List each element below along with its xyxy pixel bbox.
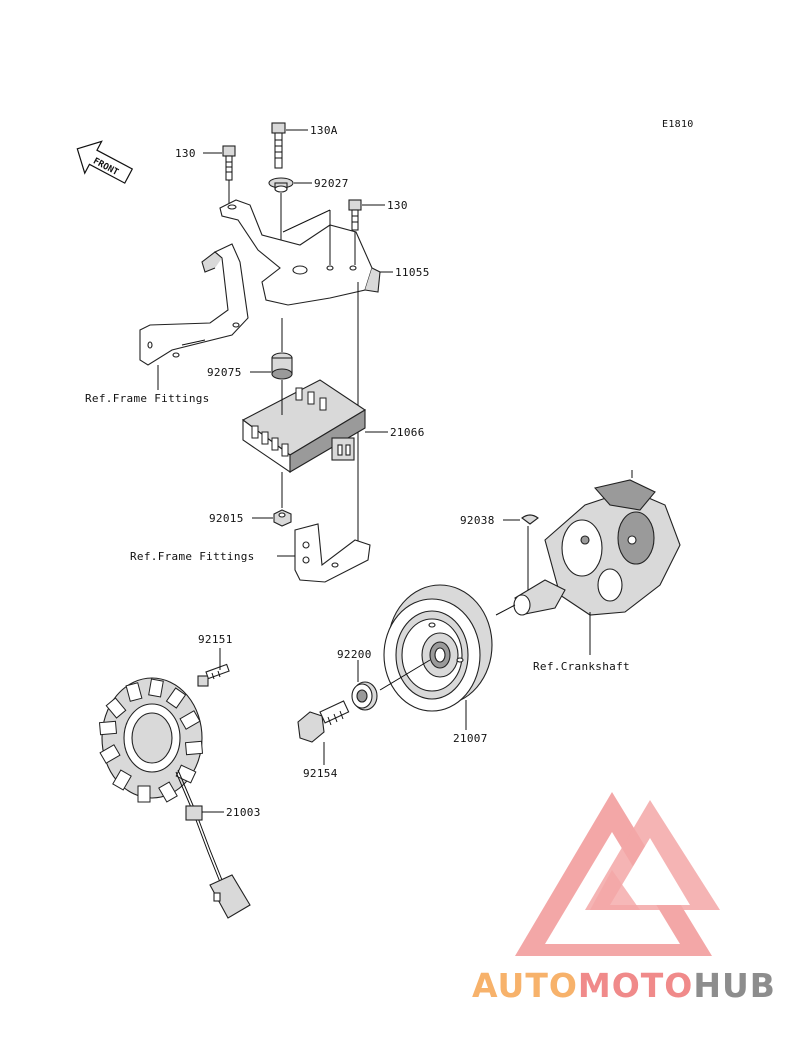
ref-crankshaft: Ref.Crankshaft (533, 660, 630, 673)
crankshaft-icon (513, 470, 681, 616)
bolt-92154-icon (297, 700, 350, 743)
bolt-130a-icon (271, 122, 286, 169)
bracket-11055-icon (219, 199, 381, 306)
part-label-92075: 92075 (207, 366, 242, 379)
key-92038-icon (521, 514, 539, 525)
part-label-21066: 21066 (390, 426, 425, 439)
stator-21003-icon (98, 677, 251, 919)
frame-fitting-upper-icon (139, 243, 249, 366)
watermark-moto: MOTO (577, 966, 694, 1005)
part-label-92038: 92038 (460, 514, 495, 527)
screw-92151-icon (197, 663, 230, 687)
washer-92200-icon (351, 681, 378, 711)
ref-frame-fittings-lower: Ref.Frame Fittings (130, 550, 255, 563)
part-label-92200: 92200 (337, 648, 372, 661)
part-label-11055: 11055 (395, 266, 430, 279)
nut-92015-icon (273, 509, 292, 527)
part-label-92154: 92154 (303, 767, 338, 780)
collar-92027-icon (268, 177, 294, 193)
part-label-92027: 92027 (314, 177, 349, 190)
part-label-92151: 92151 (198, 633, 233, 646)
bolt-130-right-icon (348, 199, 362, 231)
bolt-130-icon (222, 145, 236, 181)
watermark-auto: AUTO (472, 966, 578, 1005)
part-label-130: 130 (175, 147, 196, 160)
part-label-130a: 130A (310, 124, 338, 137)
frame-fitting-lower-icon (294, 523, 371, 583)
grommet-92075-icon (271, 352, 293, 380)
ref-frame-fittings-upper: Ref.Frame Fittings (85, 392, 210, 405)
part-label-21007: 21007 (453, 732, 488, 745)
rotor-21007-icon (383, 584, 493, 712)
part-label-92015: 92015 (209, 512, 244, 525)
front-arrow-icon: FRONT (76, 140, 134, 184)
part-label-21003: 21003 (226, 806, 261, 819)
watermark-text: AUTOMOTOHUB (472, 966, 776, 1005)
diagram-code: E1810 (662, 119, 694, 130)
part-label-130-right: 130 (387, 199, 408, 212)
watermark-logo-icon (515, 792, 720, 956)
watermark-hub: HUB (693, 966, 776, 1005)
regulator-21066-icon (241, 379, 367, 474)
